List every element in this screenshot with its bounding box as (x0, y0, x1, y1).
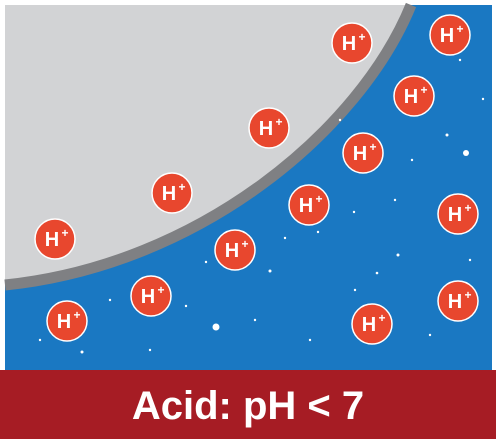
ion-symbol: H (353, 143, 367, 165)
ion-circle (331, 22, 373, 64)
ion-symbol: H (342, 33, 356, 55)
ion-symbol: H (57, 311, 71, 333)
ion-charge: + (456, 22, 463, 36)
hydrogen-ion: H+ (34, 218, 76, 260)
hydrogen-ion: H+ (429, 14, 471, 56)
hydrogen-ion: H+ (46, 300, 88, 342)
particle (148, 348, 152, 352)
particle (316, 230, 320, 234)
ion-circle (342, 132, 384, 174)
ion-circle (429, 14, 471, 56)
particle (393, 198, 397, 202)
ion-symbol: H (404, 86, 418, 108)
caption-band (0, 370, 496, 439)
ion-charge: + (420, 83, 427, 97)
particle (375, 271, 379, 275)
hydrogen-ion: H+ (437, 280, 479, 322)
ion-circle (34, 218, 76, 260)
ion-circle (393, 75, 435, 117)
hydrogen-ion: H+ (437, 193, 479, 235)
ion-symbol: H (299, 195, 313, 217)
particle (268, 269, 272, 273)
ion-charge: + (178, 180, 185, 194)
ion-charge: + (378, 311, 385, 325)
ion-charge: + (241, 237, 248, 251)
ion-charge: + (464, 288, 471, 302)
particle (283, 236, 287, 240)
ion-charge: + (73, 308, 80, 322)
solid-surface (5, 5, 411, 285)
particle (184, 304, 188, 308)
ion-charge: + (464, 201, 471, 215)
hydrogen-ion: H+ (214, 229, 256, 271)
particle (253, 318, 257, 322)
ion-circle (130, 275, 172, 317)
hydrogen-ion: H+ (151, 172, 193, 214)
hydrogen-ion: H+ (393, 75, 435, 117)
ion-charge: + (157, 283, 164, 297)
ion-symbol: H (259, 118, 273, 140)
ion-circle (437, 280, 479, 322)
hydrogen-ion: H+ (351, 303, 393, 345)
ion-symbol: H (448, 204, 462, 226)
hydrogen-ion: H+ (342, 132, 384, 174)
hydrogen-ion: H+ (331, 22, 373, 64)
particle (212, 323, 220, 331)
ion-symbol: H (448, 291, 462, 313)
ion-circle (46, 300, 88, 342)
ion-circle (151, 172, 193, 214)
particle (463, 150, 469, 156)
ion-symbol: H (141, 286, 155, 308)
ion-circle (248, 107, 290, 149)
water-particles (38, 58, 485, 354)
particle (396, 253, 400, 257)
hydrogen-ion: H+ (130, 275, 172, 317)
particle (352, 210, 356, 214)
ion-charge: + (369, 140, 376, 154)
ion-charge: + (275, 115, 282, 129)
ion-circle (351, 303, 393, 345)
caption-text: Acid: pH < 7 (132, 384, 364, 428)
particle (353, 288, 357, 292)
particle (308, 338, 312, 342)
ion-symbol: H (440, 25, 454, 47)
ion-charge: + (358, 30, 365, 44)
ion-symbol: H (225, 240, 239, 262)
ion-charge: + (315, 192, 322, 206)
surface-boundary (4, 2, 417, 291)
ion-symbol: H (45, 229, 59, 251)
particle (108, 298, 112, 302)
hydrogen-ion: H+ (288, 184, 330, 226)
ion-charge: + (61, 226, 68, 240)
hydrogen-ions: H+H+H+H+H+H+H+H+H+H+H+H+H+H+ (34, 14, 479, 345)
ion-circle (214, 229, 256, 271)
ion-circle (288, 184, 330, 226)
particle (481, 97, 485, 101)
particle (338, 118, 342, 122)
ion-symbol: H (362, 314, 376, 336)
particle (80, 350, 84, 354)
particle (458, 58, 462, 62)
particle (410, 158, 414, 162)
hydrogen-ion: H+ (248, 107, 290, 149)
ion-circle (437, 193, 479, 235)
ion-symbol: H (162, 183, 176, 205)
particle (468, 258, 472, 262)
particle (445, 133, 449, 137)
particle (38, 338, 42, 342)
particle (428, 333, 432, 337)
particle (204, 260, 208, 264)
